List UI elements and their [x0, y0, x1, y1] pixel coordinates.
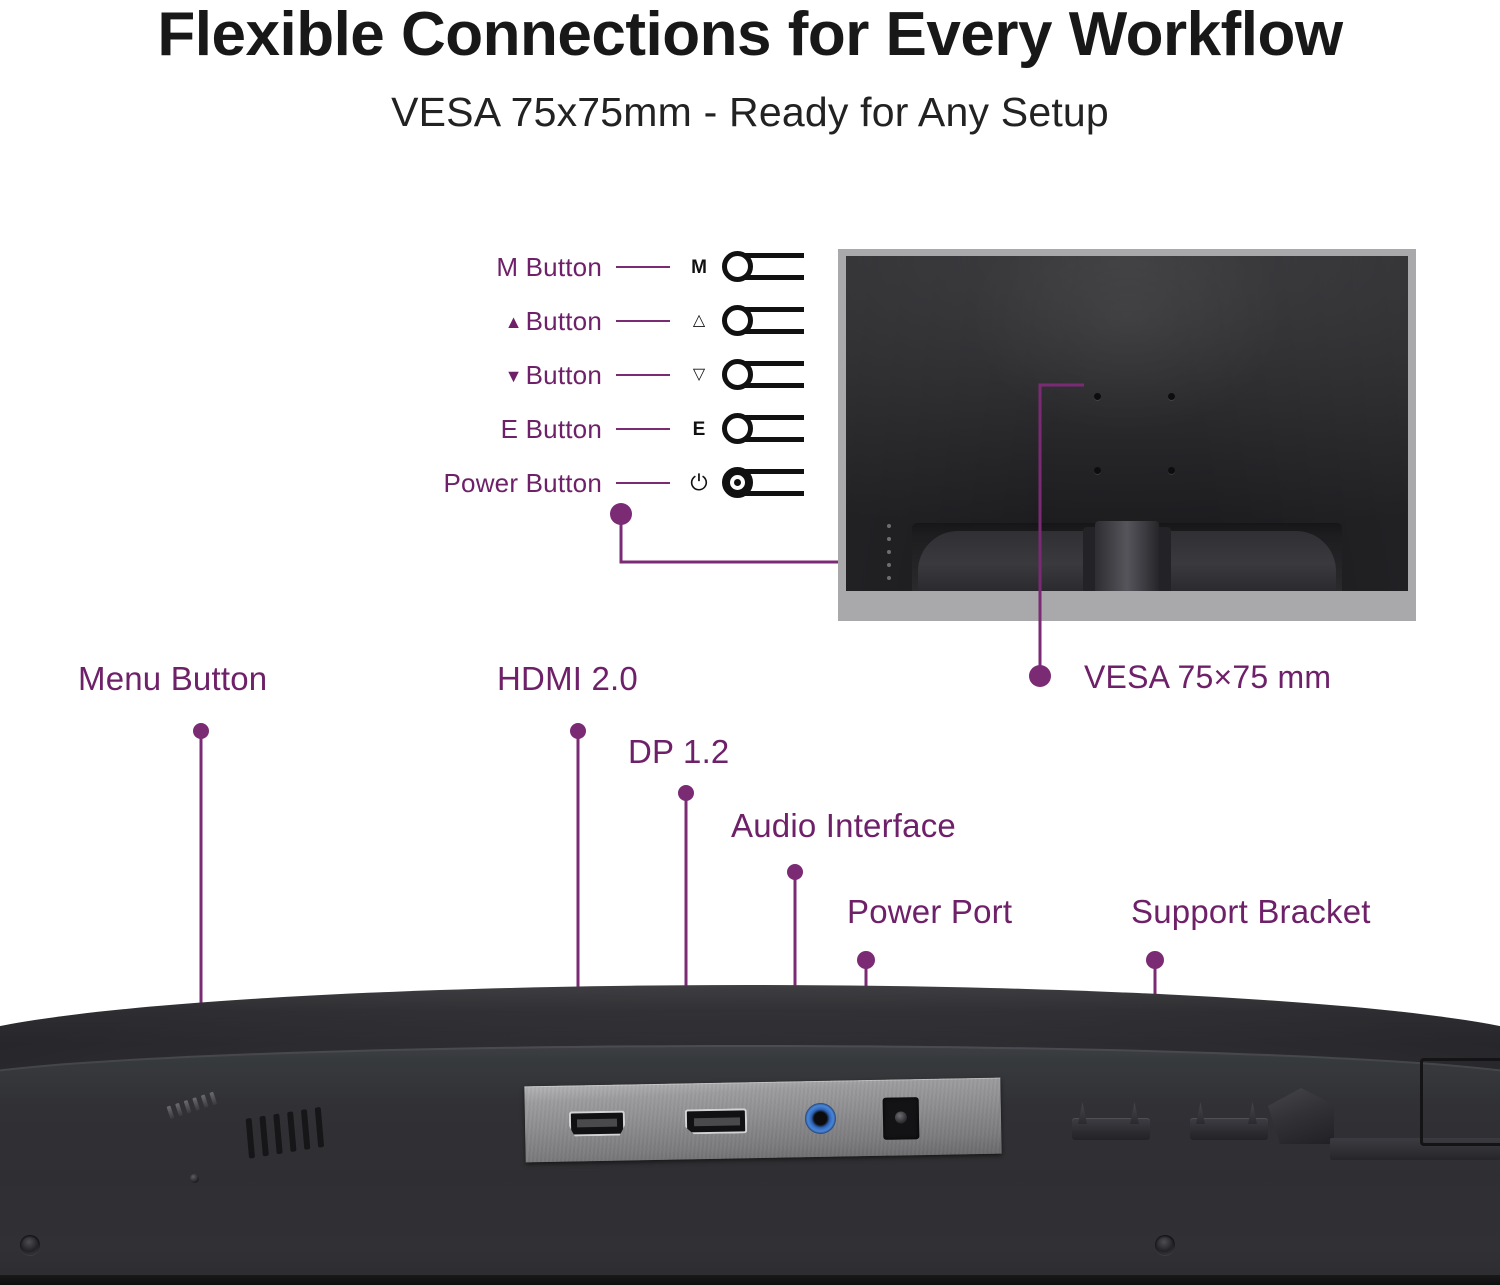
legend-dash	[616, 266, 670, 268]
legend-row-e-button: E Button E	[404, 402, 804, 456]
vesa-hole	[1094, 467, 1101, 474]
callout-label-menu-button: Menu Button	[78, 660, 268, 697]
legend-row-m-button: M Button M	[404, 240, 804, 294]
button-ring-icon	[722, 409, 804, 449]
button-ring-icon	[722, 301, 804, 341]
legend-row-up-button: ▲Button △	[404, 294, 804, 348]
monitor-bottom-edge	[0, 1275, 1500, 1285]
legend-label: Power Button	[443, 467, 602, 498]
power-jack-port[interactable]	[882, 1097, 920, 1140]
bracket-clip	[1072, 1102, 1150, 1140]
callout-label-power-port: Power Port	[847, 893, 1013, 930]
e-glyph: E	[692, 418, 706, 440]
legend-row-power-button: Power Button ⏻	[404, 456, 804, 510]
monitor-rear-panel	[846, 256, 1408, 591]
audio-jack-port[interactable]	[804, 1102, 837, 1135]
m-glyph: M	[691, 256, 707, 278]
header: Flexible Connections for Every Workflow …	[0, 0, 1500, 136]
legend-row-down-button: ▼Button ▽	[404, 348, 804, 402]
screw-hole	[20, 1235, 40, 1255]
triangle-down-glyph: ▽	[692, 366, 706, 383]
vesa-hole	[1094, 393, 1101, 400]
displayport-port[interactable]	[685, 1108, 747, 1134]
rear-panel-outline	[1420, 1058, 1500, 1146]
button-ring-icon	[722, 247, 804, 287]
monitor-bottom-view	[0, 985, 1500, 1285]
legend-label: ▼Button	[504, 359, 602, 390]
power-glyph: ⏻	[690, 470, 708, 495]
rear-button-dot	[887, 550, 891, 554]
monitor-rear-view	[838, 249, 1416, 621]
rear-button-dot	[887, 537, 891, 541]
power-button-ring-icon	[722, 463, 804, 503]
legend-label: ▲Button	[504, 305, 602, 336]
callout-label-displayport: DP 1.2	[628, 733, 730, 770]
bracket-clip	[1190, 1102, 1268, 1140]
button-legend: M Button M ▲Button △ ▼Button ▽ E Button …	[404, 240, 804, 510]
hdmi-port[interactable]	[569, 1111, 625, 1137]
rear-button-dot	[887, 524, 891, 528]
callout-label-support-bracket: Support Bracket	[1131, 893, 1371, 930]
legend-dash	[616, 428, 670, 430]
callout-label-vesa: VESA 75×75 mm	[1084, 659, 1332, 695]
screw-dot	[190, 1174, 199, 1183]
monitor-chassis-underside	[0, 1170, 1500, 1285]
triangle-up-glyph: △	[692, 312, 706, 329]
legend-dash	[616, 320, 670, 322]
page-subtitle: VESA 75x75mm - Ready for Any Setup	[391, 89, 1109, 136]
screw-hole	[1155, 1235, 1175, 1255]
stand-neck	[1095, 521, 1159, 591]
legend-dash	[616, 482, 670, 484]
button-ring-icon	[722, 355, 804, 395]
rear-button-dot	[887, 563, 891, 567]
vesa-hole	[1168, 467, 1175, 474]
callout-label-audio-interface: Audio Interface	[731, 807, 956, 844]
vesa-hole	[1168, 393, 1175, 400]
legend-label: M Button	[496, 251, 602, 282]
rear-button-dot	[887, 576, 891, 580]
triangle-up-icon: ▲	[504, 311, 523, 332]
callout-label-hdmi: HDMI 2.0	[497, 660, 638, 697]
page-title: Flexible Connections for Every Workflow	[157, 0, 1343, 69]
port-plate	[524, 1077, 1002, 1163]
triangle-down-icon: ▼	[504, 365, 523, 386]
legend-dash	[616, 374, 670, 376]
legend-label: E Button	[500, 413, 602, 444]
